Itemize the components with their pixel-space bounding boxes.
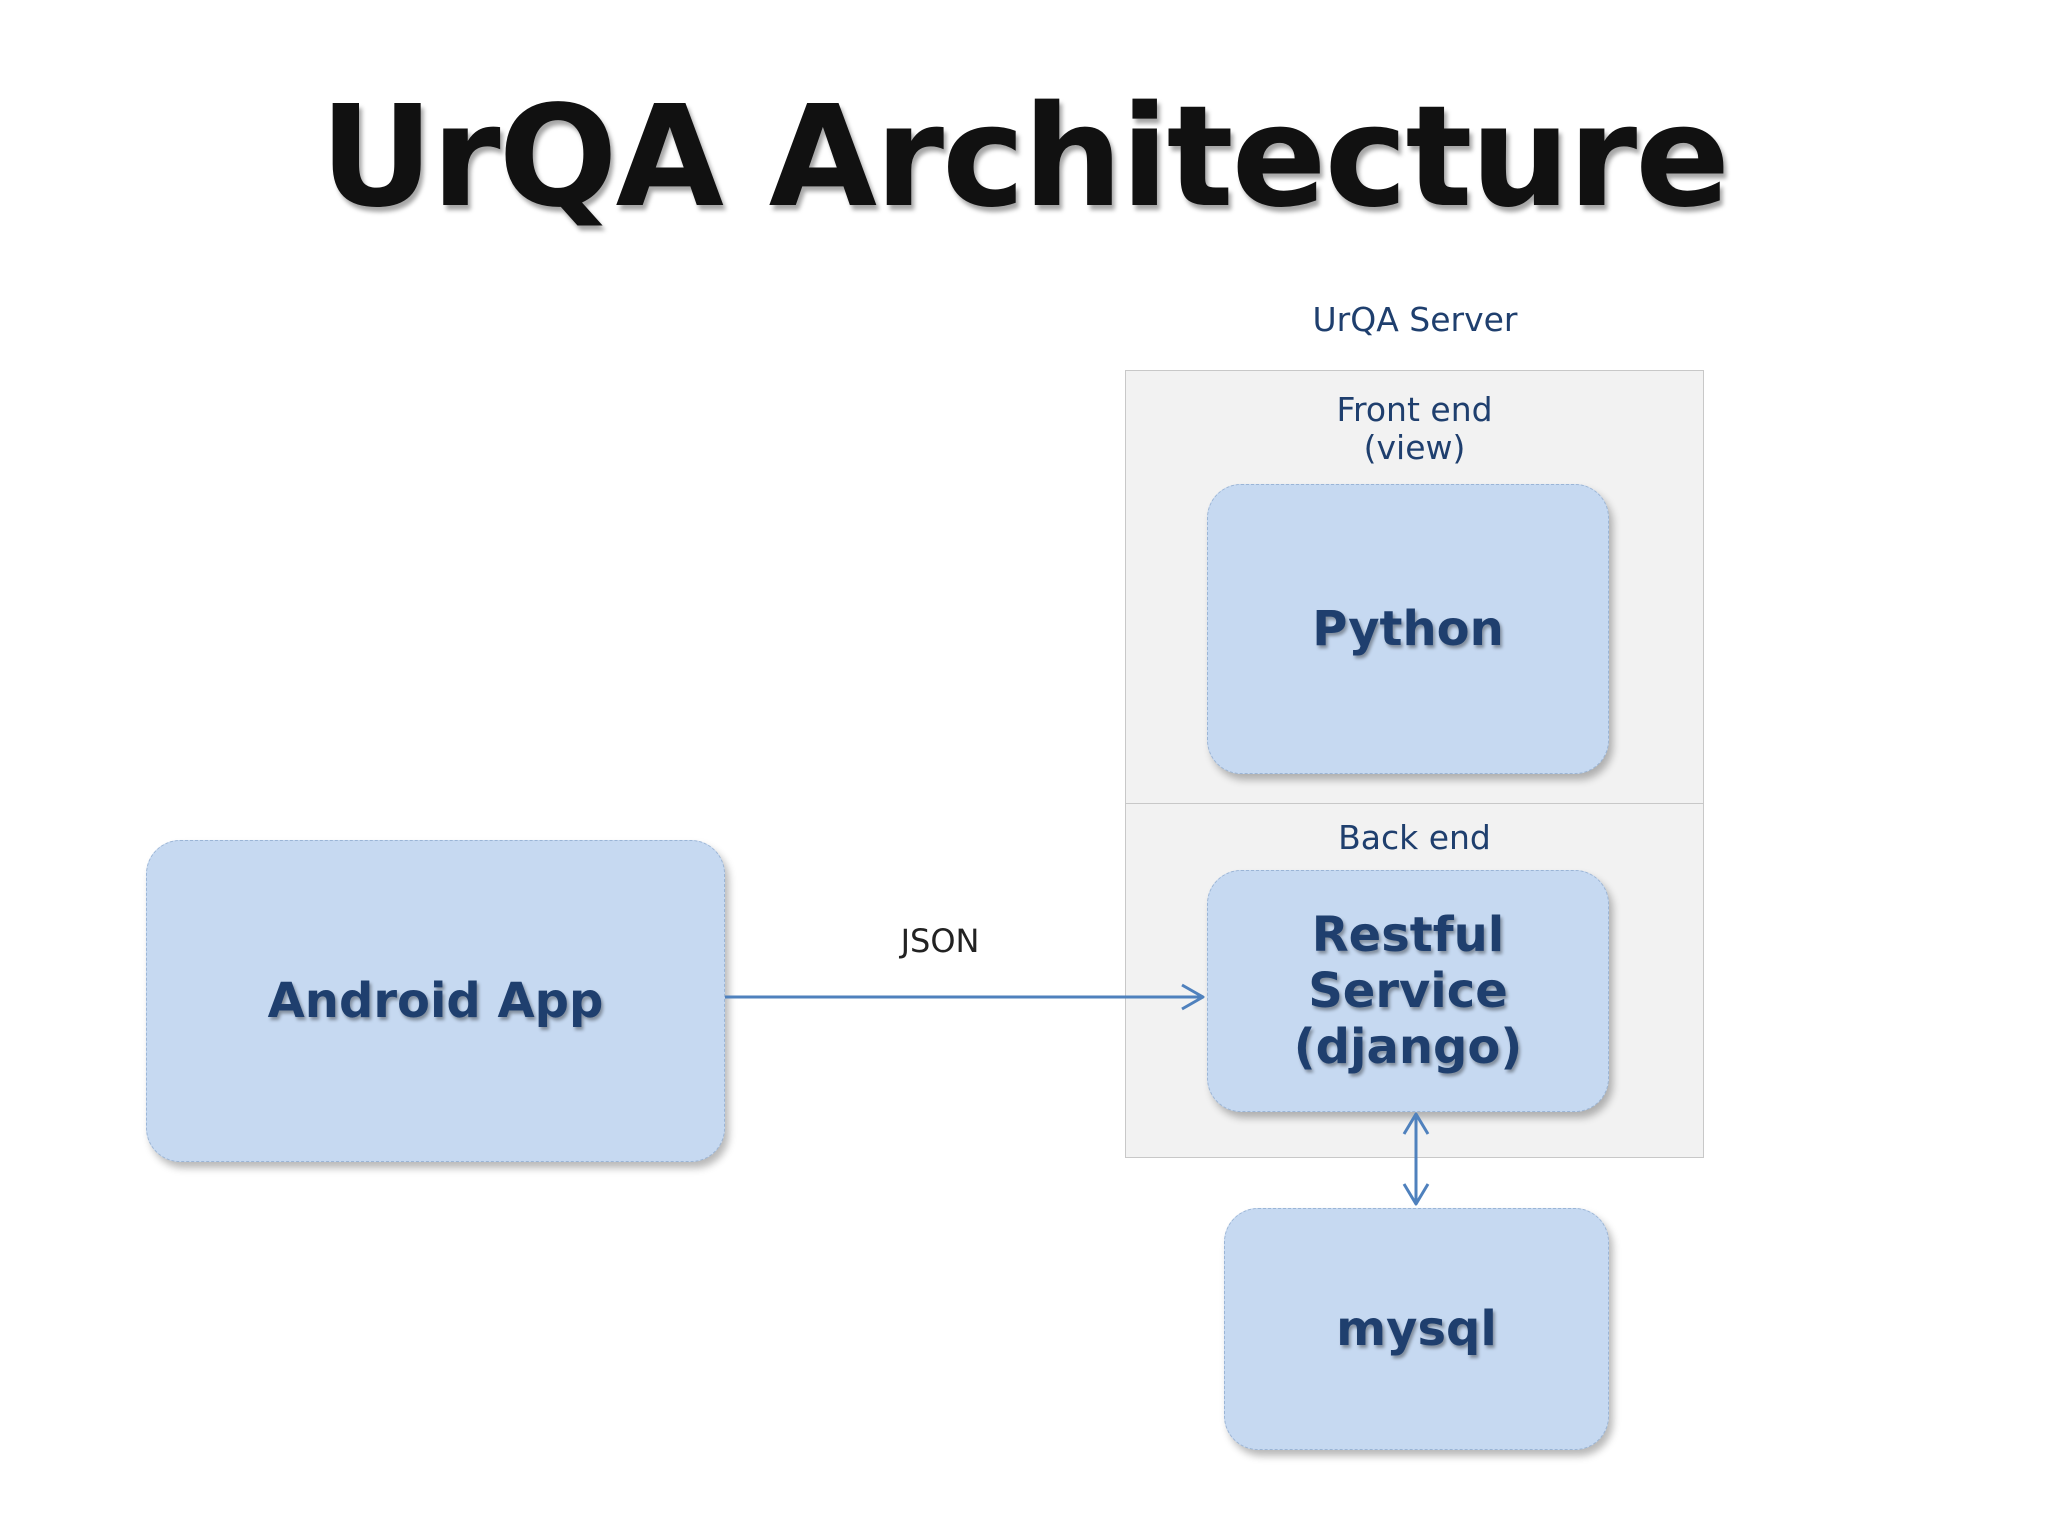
restful-service-node[interactable]: Restful Service (django)	[1207, 870, 1609, 1112]
server-label: UrQA Server	[1312, 300, 1518, 339]
python-node[interactable]: Python	[1207, 484, 1609, 774]
android-app-node[interactable]: Android App	[146, 840, 725, 1162]
panel-divider	[1126, 803, 1703, 804]
json-edge-label: JSON	[900, 922, 980, 960]
mysql-label: mysql	[1336, 1301, 1497, 1357]
python-label: Python	[1312, 601, 1504, 657]
android-app-label: Android App	[267, 973, 604, 1029]
restful-service-label: Restful Service (django)	[1293, 907, 1523, 1075]
mysql-node[interactable]: mysql	[1224, 1208, 1609, 1450]
slide-title: UrQA Architecture	[319, 76, 1730, 239]
back-end-label: Back end	[1338, 818, 1491, 857]
front-end-label: Front end (view)	[1336, 390, 1493, 467]
